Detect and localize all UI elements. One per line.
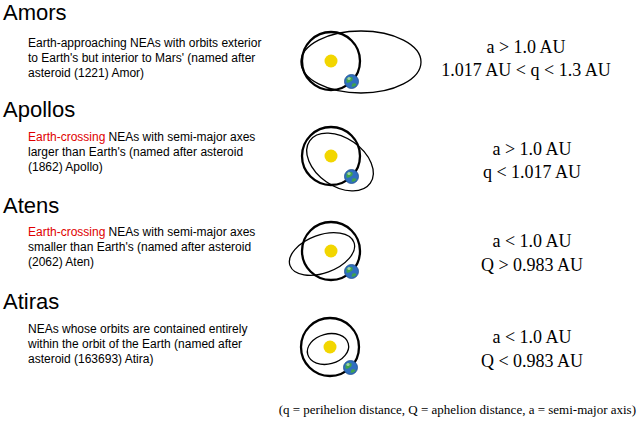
orbit-condition-block: a > 1.0 AU (486, 36, 565, 58)
orbit-condition: a > 1.0 AU (492, 139, 571, 159)
orbit-condition-block: 1.017 AU < q < 1.3 AU (441, 59, 610, 81)
section-heading: Atens (3, 193, 59, 218)
section-heading: Apollos (3, 97, 75, 122)
amor-orbit-figure (301, 31, 421, 93)
section-heading: Atiras (3, 289, 59, 314)
orbit-condition-block: Q < 0.983 AU (481, 350, 583, 372)
section-heading-block: Atiras (3, 289, 59, 314)
earth-globe (345, 265, 359, 279)
section-heading-block: Apollos (3, 97, 75, 122)
section-heading-block: Atens (3, 193, 59, 218)
atira-orbit-figure (301, 318, 359, 376)
earth-orbit (302, 32, 360, 90)
class-description-block: Earth-crossingNEAs with semi-major axes … (28, 225, 264, 270)
earth-orbit (302, 127, 360, 185)
sun (324, 341, 337, 354)
class-description: NEAs whose orbits are contained entirely… (28, 322, 247, 366)
orbit-condition: Q < 0.983 AU (481, 351, 583, 371)
highlight-term: Earth-crossing (28, 225, 105, 239)
class-description-block: Earth-approaching NEAs with orbits exter… (28, 36, 264, 81)
asteroid-orbit (296, 121, 384, 203)
asteroid-orbit (301, 31, 421, 93)
earth-orbit (302, 222, 360, 280)
orbit-condition: 1.017 AU < q < 1.3 AU (441, 60, 610, 80)
class-description-block: Earth-crossingNEAs with semi-major axes … (28, 130, 264, 175)
aten-orbit-figure (284, 222, 361, 283)
orbit-condition-block: a < 1.0 AU (492, 230, 571, 252)
highlight-term: Earth-crossing (28, 130, 105, 144)
orbit-condition: a > 1.0 AU (486, 37, 565, 57)
orbit-condition: a < 1.0 AU (492, 231, 571, 251)
orbit-condition: Q > 0.983 AU (481, 255, 583, 275)
earth-orbit (301, 318, 359, 376)
earth-globe (345, 170, 359, 184)
orbit-condition-block: a > 1.0 AU (492, 138, 571, 160)
caption: (q = perihelion distance, Q = aphelion d… (279, 402, 636, 417)
sun (325, 245, 338, 258)
earth-globe (344, 361, 358, 375)
section-heading-block: Amors (3, 0, 67, 25)
sun (325, 150, 338, 163)
sun (325, 55, 338, 68)
asteroid-orbit (284, 225, 361, 284)
section-heading: Amors (3, 0, 67, 25)
orbit-condition: q < 1.017 AU (483, 162, 581, 182)
orbit-condition-block: Q > 0.983 AU (481, 254, 583, 276)
class-description-block: NEAs whose orbits are contained entirely… (28, 322, 264, 367)
orbit-condition-block: a < 1.0 AU (492, 326, 571, 348)
class-description: Earth-approaching NEAs with orbits exter… (28, 36, 261, 80)
apollo-orbit-figure (296, 121, 384, 203)
orbit-condition-block: q < 1.017 AU (483, 161, 581, 183)
caption-block: (q = perihelion distance, Q = aphelion d… (279, 402, 636, 418)
orbit-condition: a < 1.0 AU (492, 327, 571, 347)
earth-globe (345, 75, 359, 89)
